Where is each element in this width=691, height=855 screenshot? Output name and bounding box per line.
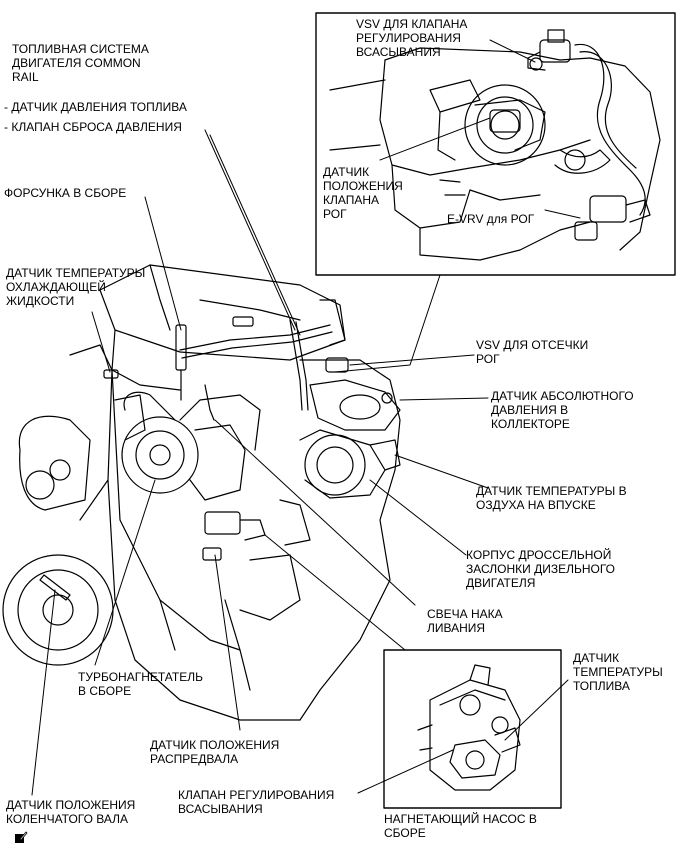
label-turbocharger: ТУРБОНАГНЕТАТЕЛЬ В СБОРЕ <box>78 670 203 698</box>
inset-pump-box <box>383 649 562 809</box>
label-coolant-temp-sensor: ДАТЧИК ТЕМПЕРАТУРЫ ОХЛАЖДАЮЩЕЙ ЖИДКОСТИ <box>6 266 146 308</box>
label-throttle-body: КОРПУС ДРОССЕЛЬНОЙ ЗАСЛОНКИ ДИЗЕЛЬНОГО Д… <box>466 548 615 590</box>
label-supply-pump: НАГНЕТАЮЩИЙ НАСОС В СБОРЕ <box>384 812 537 840</box>
label-camshaft-position-sensor: ДАТЧИК ПОЛОЖЕНИЯ РАСПРЕДВАЛА <box>150 738 280 766</box>
leader-lines <box>31 39 581 796</box>
label-crankshaft-position-sensor: ДАТЧИК ПОЛОЖЕНИЯ КОЛЕНЧАТОГО ВАЛА <box>6 798 136 826</box>
label-fuel-system: ТОПЛИВНАЯ СИСТЕМА ДВИГАТЕЛЯ COMMON RAIL <box>12 42 149 84</box>
label-vsv-intake: VSV ДЛЯ КЛАПАНА РЕГУЛИРОВАНИЯ ВСАСЫВАНИЯ <box>356 17 468 59</box>
label-intake-air-temp-sensor: ДАТЧИК ТЕМПЕРАТУРЫ В ОЗДУХА НА ВПУСКЕ <box>476 484 627 512</box>
label-evrv-egr: E-VRV для РОГ <box>447 212 535 226</box>
label-egr-position-sensor: ДАТЧИК ПОЛОЖЕНИЯ КЛАПАНА РОГ <box>323 165 403 221</box>
label-map-sensor: ДАТЧИК АБСОЛЮТНОГО ДАВЛЕНИЯ В КОЛЛЕКТОРЕ <box>491 389 634 431</box>
label-injector: ФОРСУНКА В СБОРЕ <box>4 186 127 200</box>
label-fuel-pressure-sensor: - ДАТЧИК ДАВЛЕНИЯ ТОПЛИВА <box>4 100 187 114</box>
inset-egr-box <box>315 12 676 276</box>
label-suction-control-valve: КЛАПАН РЕГУЛИРОВАНИЯ ВСАСЫВАНИЯ <box>178 788 335 816</box>
label-pressure-relief-valve: - КЛАПАН СБРОСА ДАВЛЕНИЯ <box>4 120 182 134</box>
engine-block-drawing <box>2 264 401 721</box>
inset-pump-drawing <box>417 664 521 791</box>
label-glow-plug: СВЕЧА НАКА ЛИВАНИЯ <box>427 607 503 635</box>
pencil-note-icon <box>15 831 28 843</box>
inset-egr-drawing <box>329 29 661 261</box>
label-fuel-temp-sensor: ДАТЧИК ТЕМПЕРАТУРЫ ТОПЛИВА <box>573 651 663 693</box>
label-vsv-egr-cutoff: VSV ДЛЯ ОТСЕЧКИ РОГ <box>476 338 589 366</box>
